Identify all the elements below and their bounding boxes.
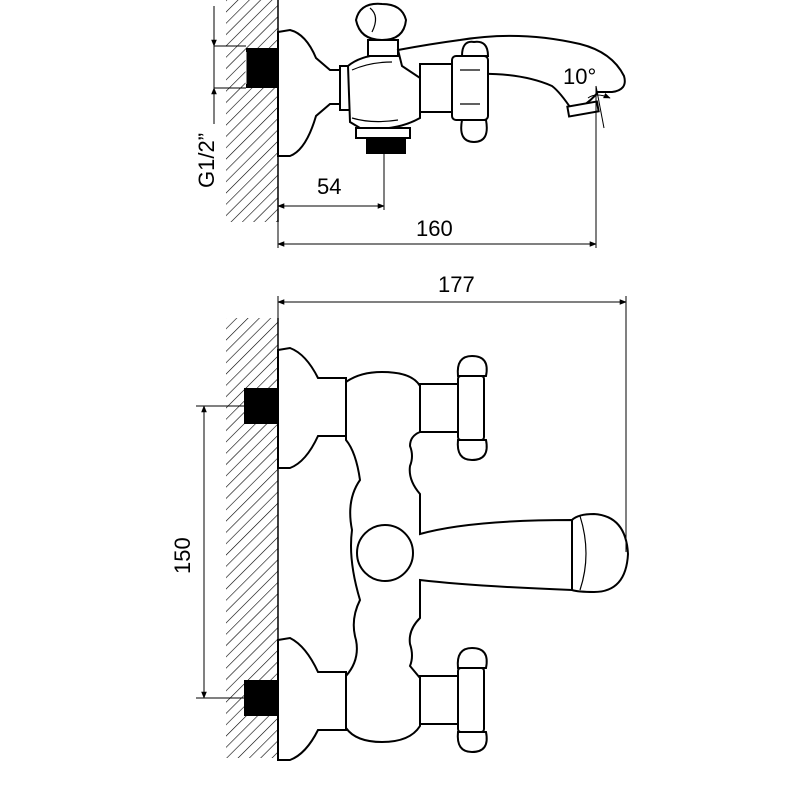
handle-lower-front	[419, 646, 488, 754]
angle-indicator: 10°	[563, 64, 611, 129]
outlet-thread-top	[355, 127, 411, 154]
wall-flange-top	[277, 28, 349, 157]
depth-label: 160	[416, 216, 453, 241]
inlet-thread-lower	[244, 680, 278, 716]
diverter-knob-top	[354, 2, 408, 57]
handle-upper-front	[419, 354, 488, 462]
outlet-offset-label: 54	[317, 174, 341, 199]
spout-top	[396, 34, 626, 112]
width-label: 177	[438, 272, 475, 297]
inlet-thread-upper	[244, 388, 278, 424]
wall-hatch-top	[226, 0, 279, 222]
diverter-knob-front	[356, 524, 414, 582]
wall-flange-lower	[277, 636, 347, 761]
front-view: 177 150	[170, 272, 630, 761]
dim-width: 177	[277, 272, 627, 552]
dim-thread-height: G1/2”	[194, 6, 246, 188]
top-view: G1/2” 54 160 10°	[194, 0, 626, 248]
inlet-thread-top	[245, 48, 278, 88]
dim-depth: 160	[277, 114, 597, 248]
angle-label: 10°	[563, 64, 596, 89]
center-distance-label: 150	[170, 537, 195, 574]
handle-top	[419, 40, 490, 144]
aerator-top	[566, 100, 600, 118]
valve-body-front	[345, 370, 573, 744]
thread-size-label: G1/2”	[194, 133, 219, 188]
spout-end-front	[571, 512, 630, 594]
dim-outlet-offset: 54	[277, 140, 385, 210]
dim-center-distance: 150	[170, 405, 244, 699]
wall-flange-upper	[277, 346, 347, 469]
